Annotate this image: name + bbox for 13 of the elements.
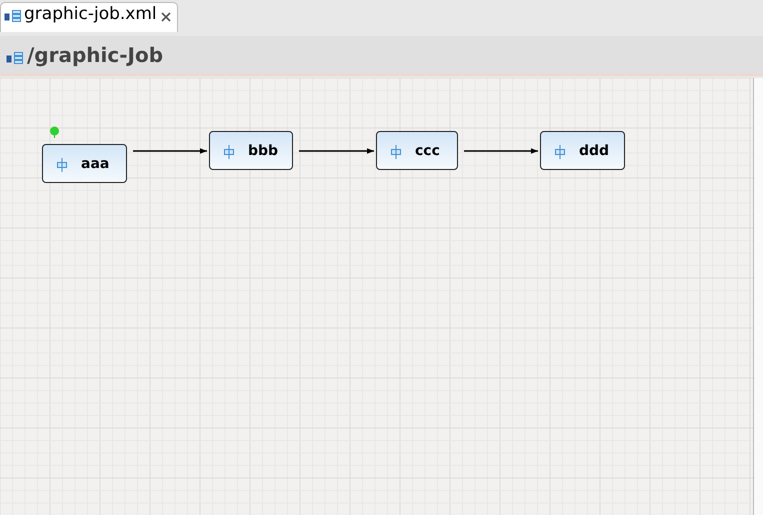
step-box <box>540 131 625 170</box>
arrow <box>464 148 538 154</box>
step-box <box>209 131 293 170</box>
arrow <box>133 148 207 154</box>
arrow <box>299 148 374 154</box>
step-name: aaa <box>81 156 110 172</box>
step-box <box>42 144 127 183</box>
step-name: ddd <box>579 142 610 158</box>
step-name: ccc <box>415 142 440 158</box>
tab-title: graphic-job.xml <box>24 4 157 24</box>
step-box <box>376 131 458 170</box>
editor-heading: /graphic-Job <box>27 43 164 67</box>
step-name: bbb <box>248 142 278 158</box>
